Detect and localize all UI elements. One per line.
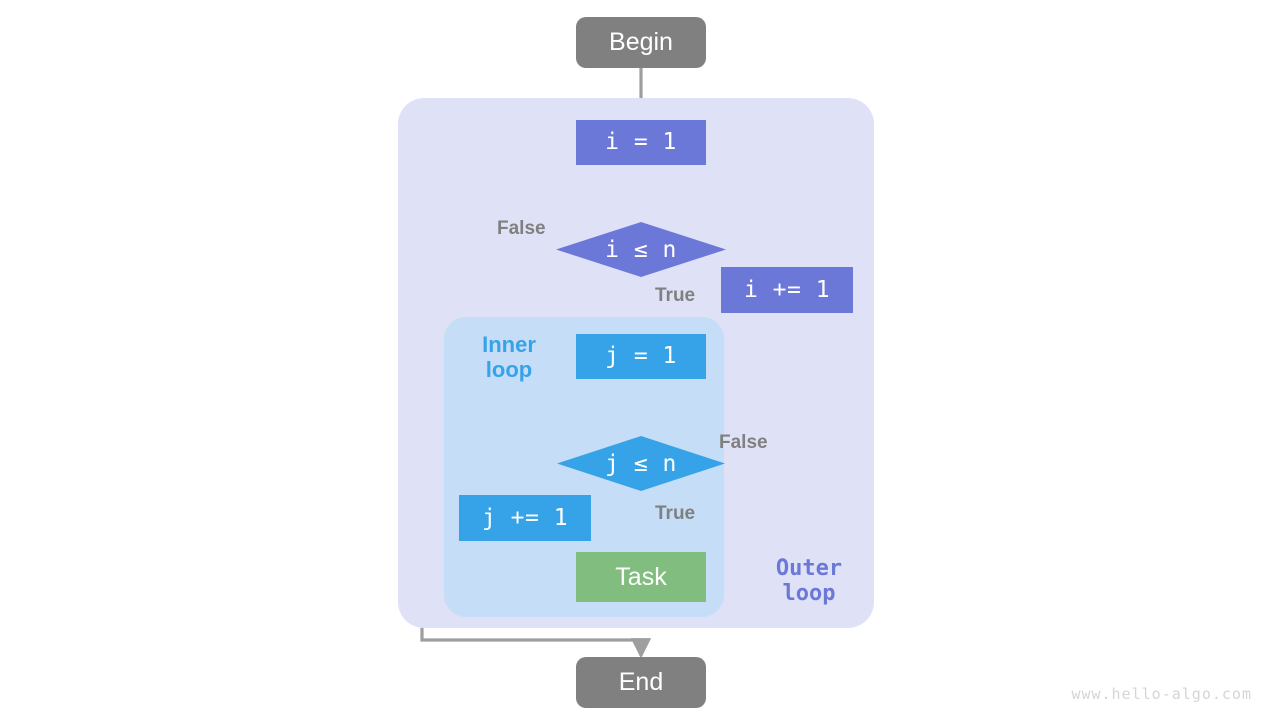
edge-label-i-true: True xyxy=(655,285,696,306)
node-end[interactable]: End xyxy=(576,657,706,708)
node-j-increment[interactable]: j += 1 xyxy=(459,495,591,541)
diamond-shape xyxy=(557,436,725,491)
node-task[interactable]: Task xyxy=(576,552,706,602)
node-begin[interactable]: Begin xyxy=(576,17,706,68)
inner-loop-caption: Inner loop xyxy=(482,332,536,382)
edge-label-i-false: False xyxy=(497,218,546,239)
node-i-condition[interactable]: i ≤ n xyxy=(556,222,726,277)
outer-loop-caption: Outer loop xyxy=(775,556,843,606)
watermark: www.hello-algo.com xyxy=(1071,685,1252,703)
edge-label-j-true: True xyxy=(655,503,696,524)
node-j-condition[interactable]: j ≤ n xyxy=(557,436,725,491)
node-i-increment[interactable]: i += 1 xyxy=(721,267,853,313)
node-i-init[interactable]: i = 1 xyxy=(576,120,706,165)
node-i-condition-label: i ≤ n xyxy=(605,236,677,263)
edge-label-j-false: False xyxy=(719,432,768,453)
node-j-init[interactable]: j = 1 xyxy=(576,334,706,379)
node-j-condition-label: j ≤ n xyxy=(605,450,677,477)
diamond-shape xyxy=(556,222,726,277)
